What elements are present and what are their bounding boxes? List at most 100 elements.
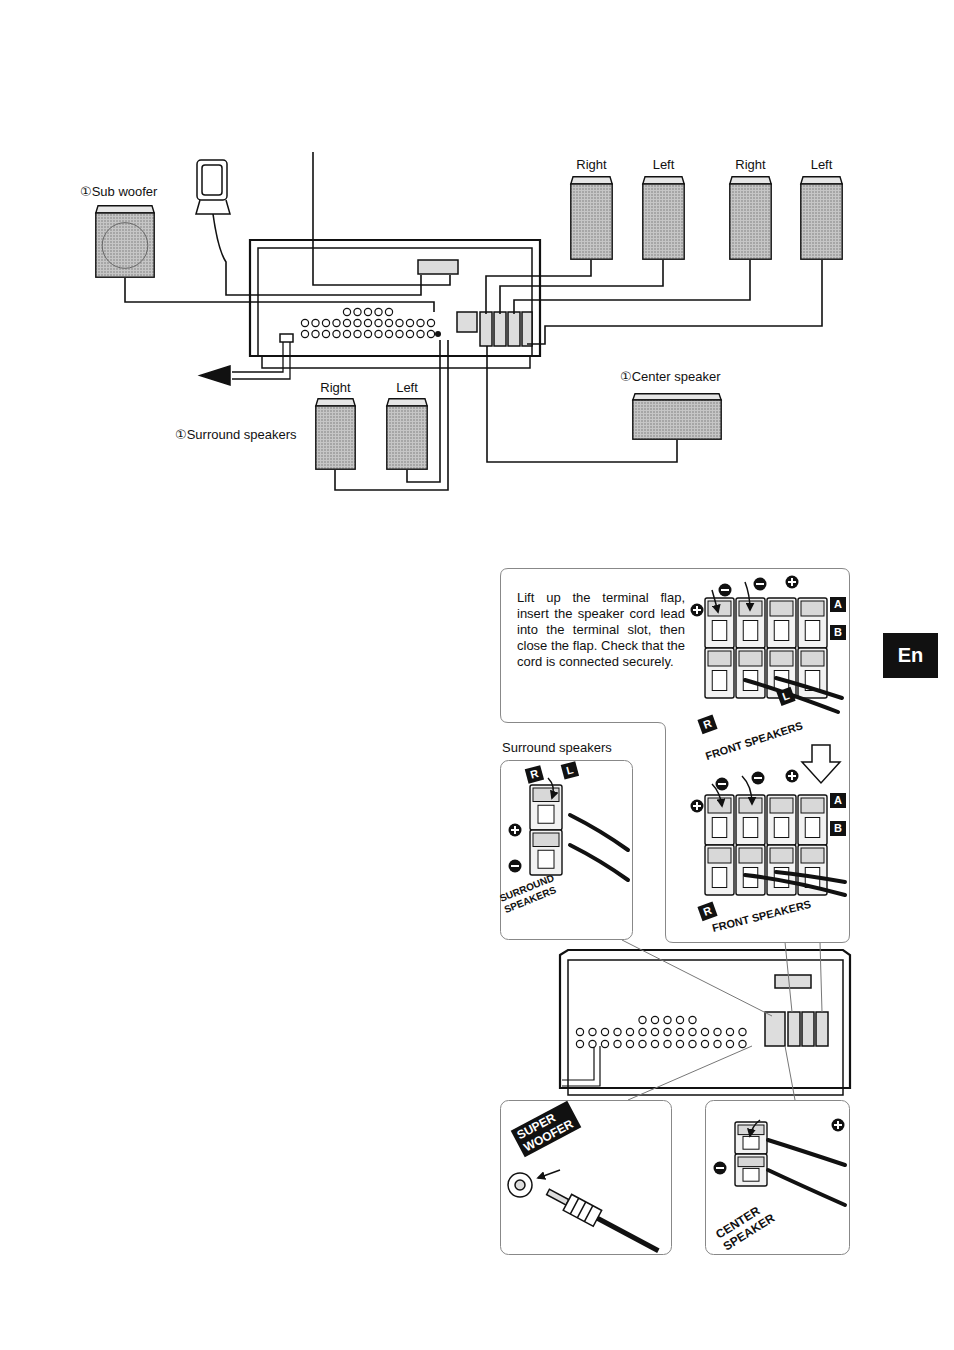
jack [354, 319, 361, 326]
jack [701, 1040, 708, 1047]
jack [639, 1028, 646, 1035]
label-holder: B [830, 622, 846, 640]
jack [589, 1040, 596, 1047]
plus-symbol [691, 800, 704, 813]
minus-symbol [754, 578, 767, 591]
jack [689, 1028, 696, 1035]
jack [396, 319, 403, 326]
output-tag: A [830, 793, 846, 808]
jack [427, 319, 434, 326]
speaker-terminal [735, 1154, 767, 1186]
speaker-label: Right [275, 380, 396, 396]
jack [714, 1040, 721, 1047]
jack [364, 330, 371, 337]
speaker-terminal [798, 598, 827, 648]
text-holder: Right [275, 380, 396, 396]
jack [354, 308, 361, 315]
label-holder: A [830, 594, 846, 612]
minus-symbol [509, 860, 522, 873]
jack [651, 1040, 658, 1047]
jack [427, 330, 434, 337]
jack [385, 319, 392, 326]
speaker-terminal [735, 1122, 767, 1154]
subwoofer: ①Sub woofer [95, 205, 155, 278]
jack [576, 1028, 583, 1035]
jack [726, 1040, 733, 1047]
jack [576, 1040, 583, 1047]
terminal-name: SURROUND SPEAKERS [498, 869, 568, 916]
surround-speaker: Left [386, 398, 428, 470]
jack [651, 1016, 658, 1023]
label-holder: A [830, 790, 846, 808]
speaker-label: Left [346, 380, 468, 396]
output-tag: B [830, 625, 846, 640]
jack [739, 1040, 746, 1047]
channel-tag: R [697, 715, 717, 735]
plus-symbol [832, 1119, 845, 1132]
language-tab: En [898, 644, 924, 667]
text-holder: Left [760, 157, 883, 173]
jack [651, 1028, 658, 1035]
jack [701, 1028, 708, 1035]
channel-tag: R [697, 902, 717, 922]
jack [343, 330, 350, 337]
speaker-terminal [736, 648, 765, 698]
jack [312, 319, 319, 326]
speaker-label: Left [602, 157, 725, 173]
front-speaker: Left [800, 176, 843, 260]
minus-symbol [752, 772, 765, 785]
minus-symbol [719, 584, 732, 597]
text-holder: Lift up the terminal flap, insert the sp… [517, 590, 685, 670]
text-holder: CENTER SPEAKER [713, 1191, 791, 1254]
jack [601, 1028, 608, 1035]
speaker-terminal [767, 845, 796, 895]
jack [739, 1028, 746, 1035]
receiver-rear [200, 240, 540, 385]
plus-symbol [786, 576, 799, 589]
minus-symbol [714, 1162, 727, 1175]
jack [664, 1016, 671, 1023]
speaker-label: Right [689, 157, 812, 173]
speaker-terminal [798, 795, 827, 845]
speaker-group-label: ①Surround speakers [175, 427, 297, 443]
jack [626, 1028, 633, 1035]
speaker-cabinet [315, 398, 356, 470]
jack [375, 308, 382, 315]
jack [664, 1040, 671, 1047]
label-holder: R [524, 762, 544, 784]
label-holder: SURROUND SPEAKERS [498, 869, 568, 916]
jack [614, 1040, 621, 1047]
speaker-cabinet [642, 176, 685, 260]
speaker-terminal [530, 830, 562, 875]
jack [333, 330, 340, 337]
jack-panel [301, 308, 441, 337]
jack [714, 1028, 721, 1035]
jack [689, 1040, 696, 1047]
text-holder: ①Sub woofer [80, 184, 157, 200]
text-holder: SUPER WOOFER [511, 1101, 582, 1158]
jack [343, 319, 350, 326]
label-holder: R [696, 899, 717, 921]
speaker-label: ①Center speaker [620, 369, 721, 385]
speaker-terminal [736, 845, 765, 895]
label-holder: B [830, 818, 846, 836]
front-speaker: Left [642, 176, 685, 260]
step-arrow [802, 745, 840, 783]
speaker-cords [570, 678, 845, 1205]
speaker-cabinet [632, 393, 722, 440]
jack [676, 1016, 683, 1023]
jack [396, 330, 403, 337]
center-speaker: ①Center speaker [632, 393, 722, 440]
jack [601, 1040, 608, 1047]
text-holder: Left [602, 157, 725, 173]
output-tag: B [830, 821, 846, 836]
text-holder: Right [530, 157, 653, 173]
jack [364, 319, 371, 326]
channel-tag: L [561, 761, 579, 779]
speaker-terminal [736, 795, 765, 845]
plus-symbol [786, 770, 799, 783]
speaker-cabinet [729, 176, 772, 260]
label-holder: FRONT SPEAKERS [704, 719, 805, 763]
speaker-label: Left [760, 157, 883, 173]
jack [301, 330, 308, 337]
